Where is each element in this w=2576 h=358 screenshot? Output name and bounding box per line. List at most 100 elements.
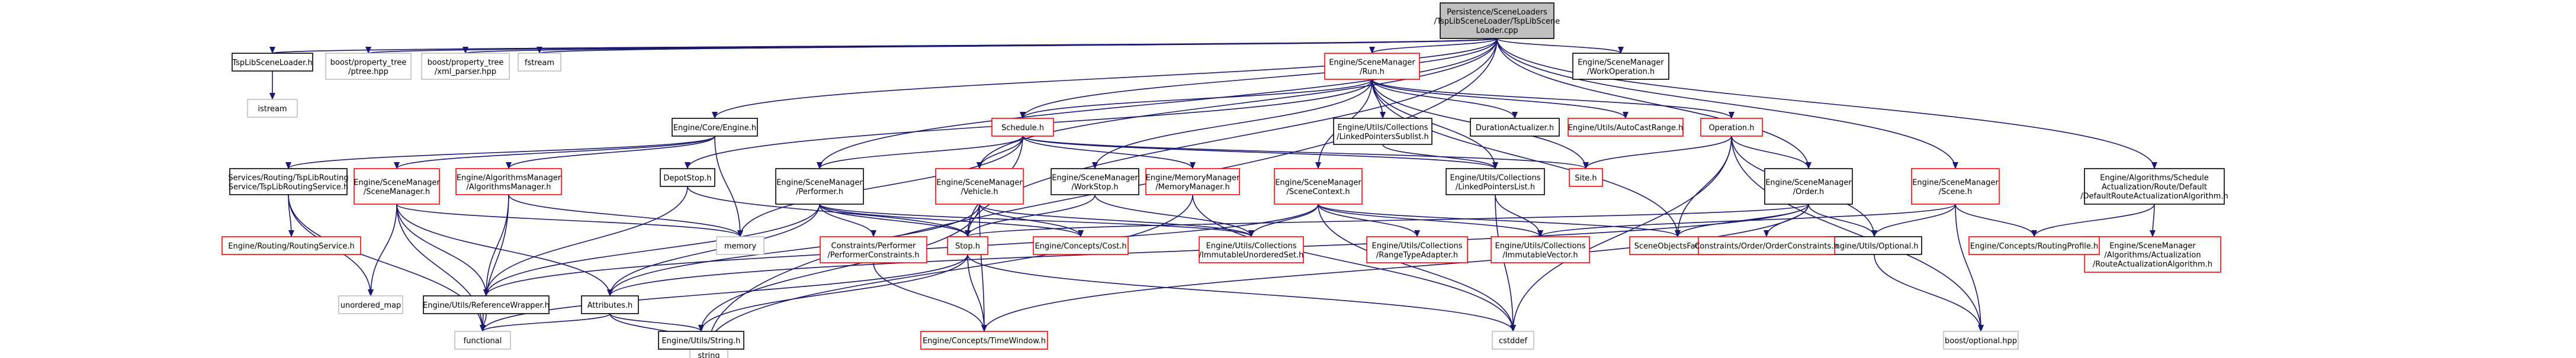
file-node-vehicle[interactable]: Engine/SceneManager/Vehicle.h <box>935 168 1024 205</box>
include-arrow <box>965 204 1809 237</box>
include-arrow <box>1371 79 1735 119</box>
node-box <box>229 168 348 195</box>
file-node-timewindow[interactable]: Engine/Concepts/TimeWindow.h <box>920 331 1048 350</box>
include-arrow <box>1537 204 1956 237</box>
include-arrow <box>967 254 987 332</box>
node-box <box>1366 236 1468 263</box>
file-node-workstop[interactable]: Engine/SceneManager/WorkStop.h <box>1051 168 1139 195</box>
node-box <box>1470 118 1560 137</box>
file-node-unorderedmap: unordered_map <box>338 295 403 314</box>
node-box <box>947 236 988 255</box>
file-node-routingprof[interactable]: Engine/Concepts/RoutingProfile.h <box>1968 236 2100 255</box>
node-label: Engine/SceneManager <box>1578 58 1664 67</box>
include-arrow <box>698 254 968 332</box>
file-node-scenectx[interactable]: Engine/SceneManager/SceneContext.h <box>1274 168 1363 205</box>
node-label: Engine/Utils/Collections <box>1495 241 1586 250</box>
file-node-scenemgr[interactable]: Engine/SceneManager/SceneManager.h <box>354 168 440 205</box>
file-node-stop[interactable]: Stop.h <box>947 236 988 255</box>
file-node-ordercon[interactable]: Constraints/Order/OrderConstraints.h <box>1694 236 1839 255</box>
node-label: Engine/Utils/ReferenceWrapper.h <box>423 301 550 310</box>
file-node-tsploader[interactable]: TspLibSceneLoader.h <box>232 53 313 72</box>
node-box <box>421 53 510 80</box>
node-label: Engine/SceneManager <box>354 178 440 187</box>
node-box <box>1333 118 1432 145</box>
file-node-rangetype[interactable]: Engine/Utils/Collections/RangeTypeAdapte… <box>1366 236 1468 263</box>
file-node-algomgr[interactable]: Engine/AlgorithmsManager/AlgorithmsManag… <box>455 168 562 195</box>
node-label: Persistence/SceneLoaders <box>1447 8 1547 17</box>
node-label: /Order.h <box>1793 188 1825 196</box>
node-label: /LinkedPointersSublist.h <box>1337 133 1428 141</box>
include-arrow <box>1583 136 1732 169</box>
include-arrow <box>285 136 715 169</box>
include-arrow <box>368 204 397 296</box>
file-node-site[interactable]: Site.h <box>1569 168 1603 187</box>
include-arrow <box>965 194 1096 237</box>
node-box <box>1911 168 2000 205</box>
include-arrow <box>1318 204 1543 237</box>
node-box <box>518 53 561 72</box>
file-node-memmgr[interactable]: Engine/MemoryManager/MemoryManager.h <box>1145 168 1240 195</box>
file-node-perfcon[interactable]: Constraints/Performer/PerformerConstrain… <box>820 236 927 263</box>
node-label: Schedule.h <box>1001 124 1044 133</box>
include-arrow <box>1371 79 1498 169</box>
file-node-immset[interactable]: Engine/Utils/Collections/ImmutableUnorde… <box>1199 236 1304 263</box>
file-node-routingsvc[interactable]: Services/Routing/TspLibRoutingService/Ts… <box>228 168 349 195</box>
include-arrow <box>1192 194 1516 332</box>
include-arrow <box>1094 194 1254 237</box>
node-box <box>660 168 715 187</box>
file-node-stringh[interactable]: Engine/Utils/String.h <box>658 331 744 350</box>
file-node-schedalgo[interactable]: Engine/Algorithms/ScheduleActualization/… <box>2080 168 2228 205</box>
node-box <box>2084 168 2225 205</box>
node-label: /RangeTypeAdapter.h <box>1376 251 1458 260</box>
file-node-autocast[interactable]: Engine/Utils/AutoCastRange.h <box>1568 118 1684 137</box>
include-arrow <box>981 204 1809 332</box>
node-box <box>581 295 639 314</box>
node-label: functional <box>464 337 502 346</box>
file-node-refwrapper[interactable]: Engine/Utils/ReferenceWrapper.h <box>423 295 550 314</box>
file-node-cost[interactable]: Engine/Concepts/Cost.h <box>1033 236 1129 255</box>
file-node-workop[interactable]: Engine/SceneManager/WorkOperation.h <box>1572 53 1669 80</box>
include-arrow <box>1955 204 2037 237</box>
include-arrow <box>1731 136 1811 169</box>
file-node-memory: memory <box>716 236 765 255</box>
node-label: Engine/SceneManager <box>936 178 1023 187</box>
file-node-optional[interactable]: Engine/Utils/Optional.h <box>1826 236 1922 255</box>
include-arrow <box>480 313 487 332</box>
node-label: Loader.cpp <box>1476 27 1518 36</box>
node-box <box>1145 168 1240 195</box>
node-label: boost/optional.hpp <box>1945 337 2017 346</box>
file-node-linkedlist[interactable]: Engine/Utils/Collections/LinkedPointersL… <box>1446 168 1545 195</box>
node-box <box>1572 53 1669 80</box>
include-arrow <box>1020 38 1498 119</box>
include-arrow <box>819 204 1084 237</box>
node-label: /Performer.h <box>796 188 843 196</box>
include-arrow <box>817 38 1498 169</box>
node-label: DepotStop.h <box>663 174 711 183</box>
include-arrow <box>1248 204 1319 237</box>
file-node-run[interactable]: Engine/SceneManager/Run.h <box>1324 53 1420 80</box>
file-node-sublist[interactable]: Engine/Utils/Collections/LinkedPointersS… <box>1333 118 1432 145</box>
node-label: /AlgorithmsManager.h <box>467 183 551 192</box>
include-arrow <box>2150 204 2156 237</box>
node-label: Constraints/Performer <box>831 241 917 250</box>
file-node-engine[interactable]: Engine/Core/Engine.h <box>672 118 758 137</box>
file-node-depot[interactable]: DepotStop.h <box>660 168 715 187</box>
file-node-immvec[interactable]: Engine/Utils/Collections/ImmutableVector… <box>1491 236 1590 263</box>
include-arrow <box>1022 136 1196 169</box>
file-node-attributes[interactable]: Attributes.h <box>581 295 639 314</box>
file-node-operation[interactable]: Operation.h <box>1700 118 1763 137</box>
include-arrow <box>1496 38 2157 169</box>
file-node-performer[interactable]: Engine/SceneManager/Performer.h <box>775 168 864 205</box>
file-node-routeactalgo[interactable]: Engine/SceneManager/Algorithms/Actualiza… <box>2084 236 2221 273</box>
file-node-routingh[interactable]: Engine/Routing/RoutingService.h <box>221 236 361 255</box>
include-arrow <box>1955 204 1984 332</box>
node-label: /RouteActualizationAlgorithm.h <box>2093 260 2212 269</box>
node-label: Service/TspLibRoutingService.h <box>229 183 349 192</box>
node-label: /ptree.hpp <box>348 67 388 76</box>
file-node-order[interactable]: Engine/SceneManager/Order.h <box>1764 168 1853 205</box>
node-box <box>325 53 412 80</box>
node-label: Engine/SceneManager <box>1912 178 1999 187</box>
file-node-scene[interactable]: Engine/SceneManager/Scene.h <box>1911 168 2000 205</box>
file-node-duract[interactable]: DurationActualizer.h <box>1470 118 1560 137</box>
file-node-schedule[interactable]: Schedule.h <box>991 118 1054 137</box>
